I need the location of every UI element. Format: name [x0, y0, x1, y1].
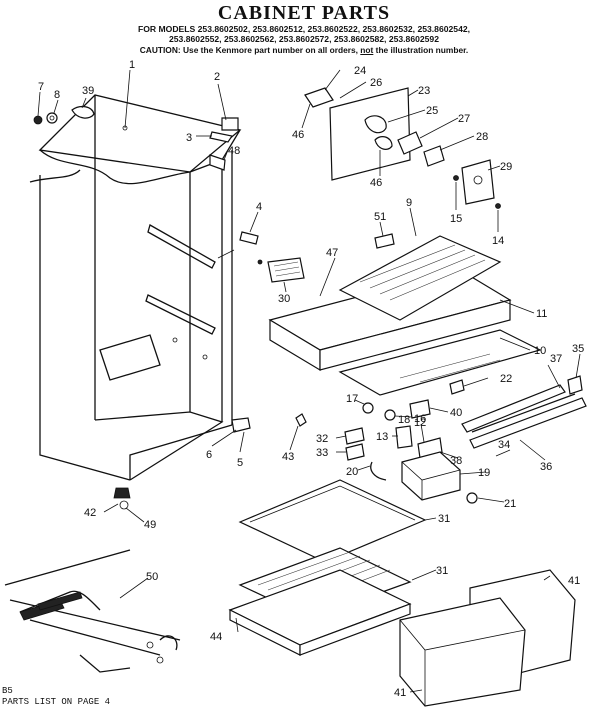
callout-42: 42: [84, 507, 96, 519]
damper-parts: [344, 399, 443, 461]
callout-43: 43: [282, 451, 294, 463]
callout-40: 40: [450, 407, 462, 419]
callout-labels: 1 2 3 4 5 6 7 8 9 10 11 12 13 14 15 16 1…: [38, 59, 584, 699]
callout-15: 15: [450, 213, 462, 225]
leader-lines: [37, 69, 581, 693]
callout-26: 26: [370, 77, 382, 89]
freezer-shelf-assembly: [268, 233, 542, 396]
control-panel: [304, 87, 501, 209]
callout-16: 16: [414, 413, 426, 425]
callout-10: 10: [534, 345, 546, 357]
callout-1: 1: [129, 59, 135, 71]
part-30-block: [267, 257, 305, 283]
callout-36: 36: [540, 461, 552, 473]
callout-22: 22: [500, 373, 512, 385]
callout-4: 4: [256, 201, 262, 213]
callout-46b: 46: [370, 177, 382, 189]
callout-51: 51: [374, 211, 386, 223]
callout-9: 9: [406, 197, 412, 209]
callout-37: 37: [550, 353, 562, 365]
callout-5: 5: [237, 457, 243, 469]
cabinet-shell: [29, 94, 251, 510]
callout-48: 48: [228, 145, 240, 157]
slide-rails: [461, 375, 587, 449]
callout-34: 34: [498, 439, 510, 451]
part-20-wire: [370, 461, 387, 481]
caution-text-b: the illustration number.: [373, 45, 469, 55]
parts-list-reference: PARTS LIST ON PAGE 4: [2, 697, 111, 707]
callout-33: 33: [316, 447, 328, 459]
callout-6: 6: [206, 449, 212, 461]
part-4-bracket: [239, 231, 259, 245]
page-title: CABINET PARTS: [217, 2, 391, 24]
callout-11: 11: [536, 308, 547, 320]
callout-47: 47: [326, 247, 338, 259]
callout-41b: 41: [394, 687, 406, 699]
wire-harness: [4, 549, 181, 673]
callout-49: 49: [144, 519, 156, 531]
callout-27: 27: [458, 113, 470, 125]
callout-3: 3: [186, 132, 192, 144]
part-21-nut: [466, 492, 478, 504]
part-43-clip: [295, 413, 307, 427]
callout-41a: 41: [568, 575, 580, 587]
callout-35: 35: [572, 343, 584, 355]
callout-28: 28: [476, 131, 488, 143]
callout-25: 25: [426, 105, 438, 117]
callout-31b: 31: [436, 565, 448, 577]
footer-code: B5: [2, 686, 13, 696]
callout-23: 23: [418, 85, 430, 97]
callout-17: 17: [346, 393, 358, 405]
callout-46a: 46: [292, 129, 304, 141]
callout-32: 32: [316, 433, 328, 445]
callout-12: 12: [414, 417, 426, 429]
callout-30: 30: [278, 293, 290, 305]
callout-24: 24: [354, 65, 366, 77]
part-22-clip: [449, 379, 465, 395]
callout-18: 18: [398, 414, 410, 426]
callout-31a: 31: [438, 513, 450, 525]
callout-13: 13: [376, 431, 388, 443]
caution-note: CAUTION: Use the Kenmore part number on …: [0, 45, 608, 55]
callout-14: 14: [492, 235, 504, 247]
caution-emphasis: not: [360, 45, 374, 55]
caution-text-a: CAUTION: Use the Kenmore part number on …: [139, 45, 361, 55]
callout-7: 7: [38, 81, 44, 93]
callout-8: 8: [54, 89, 60, 101]
crisper-drawers: [399, 569, 576, 707]
callout-21: 21: [504, 498, 516, 510]
models-line-2: 253.8602552, 253.8602562, 253.8602572, 2…: [168, 34, 439, 44]
shelf-frame-44: [228, 569, 412, 656]
callout-38: 38: [450, 455, 462, 467]
screw-parts: [33, 105, 95, 125]
callout-2: 2: [214, 71, 220, 83]
callout-39: 39: [82, 85, 94, 97]
glass-shelf: [238, 479, 427, 563]
callout-19: 19: [478, 467, 490, 479]
models-line-1: FOR MODELS 253.8602502, 253.8602512, 253…: [137, 24, 471, 34]
callout-20: 20: [346, 466, 358, 478]
callout-50: 50: [146, 571, 158, 583]
callout-44: 44: [210, 631, 222, 643]
callout-29: 29: [500, 161, 512, 173]
